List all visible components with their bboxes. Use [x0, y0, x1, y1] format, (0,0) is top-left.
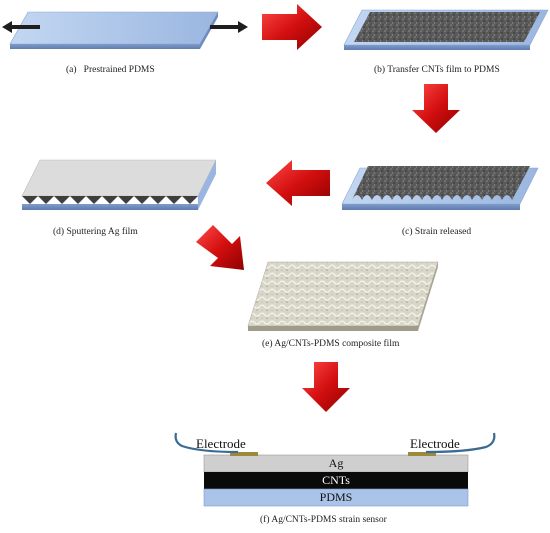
- caption-step-e: (e) Ag/CNTs-PDMS composite film: [262, 339, 400, 349]
- composite-film-top: [247, 261, 439, 327]
- composite-film-end: [418, 262, 438, 331]
- wrinkled-cnt-film: [352, 166, 530, 200]
- process-arrow-left-icon: [266, 160, 330, 206]
- caption-step-c: (c) Strain released: [402, 227, 472, 237]
- process-arrow-right-icon: [262, 4, 322, 50]
- label-layer-ag: Ag: [328, 456, 344, 470]
- caption-step-a: (a) Prestrained PDMS: [66, 65, 155, 75]
- step-f-strain-sensor: [174, 432, 496, 507]
- layer-cnts: [204, 472, 468, 489]
- composite-film-side: [248, 326, 418, 331]
- ag-film: [21, 159, 217, 197]
- process-arrow-down-icon: [412, 84, 460, 133]
- layer-pdms: [203, 488, 469, 507]
- step-e-composite-film: [247, 261, 439, 331]
- electrode-wire-right: [425, 432, 496, 454]
- pdms-substrate-side: [10, 44, 200, 49]
- pdms-substrate-side: [344, 45, 530, 50]
- strain-arrow-left-icon: [2, 21, 40, 33]
- pdms-substrate-end: [200, 12, 218, 49]
- caption-step-b: (b) Transfer CNTs film to PDMS: [374, 65, 500, 75]
- strain-arrow-right-icon: [210, 21, 248, 33]
- pdms-substrate-side: [342, 204, 520, 210]
- pdms-substrate-end: [198, 160, 216, 210]
- label-electrode-left: Electrode: [196, 436, 246, 451]
- step-c-strain-released: [341, 166, 539, 210]
- label-layer-cnts: CNTs: [322, 473, 350, 487]
- caption-step-d: (d) Sputtering Ag film: [53, 227, 138, 237]
- label-layer-pdms: PDMS: [319, 490, 353, 504]
- electrode-wire-left: [174, 432, 239, 454]
- pdms-substrate-side: [22, 204, 198, 210]
- step-b-transfer-cnts: [343, 9, 549, 50]
- process-arrow-down-icon: [302, 362, 350, 412]
- pdms-substrate-top: [9, 11, 219, 45]
- caption-step-f: (f) Ag/CNTs-PDMS strain sensor: [260, 515, 387, 525]
- wrinkled-cnt-layer: [22, 196, 198, 204]
- electrode-pad-right: [408, 452, 436, 456]
- step-d-sputtering-ag: [21, 159, 217, 210]
- step-a-prestrained-pdms: [2, 11, 248, 49]
- cnt-film: [354, 12, 540, 42]
- process-arrow-diagonal-icon: [196, 225, 244, 270]
- label-electrode-right: Electrode: [410, 436, 460, 451]
- electrode-pad-left: [230, 452, 258, 456]
